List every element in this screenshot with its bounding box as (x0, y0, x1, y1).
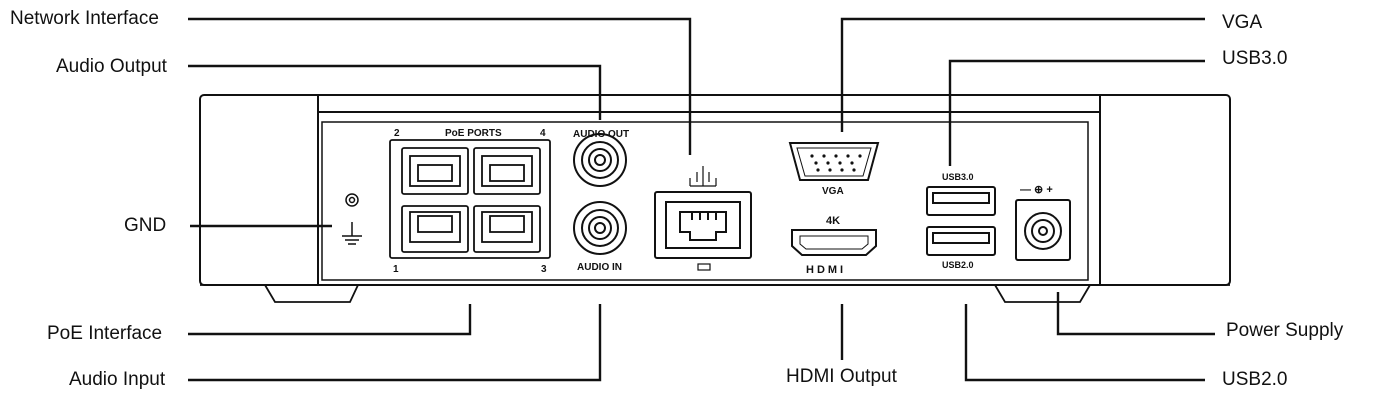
usb3-port (926, 186, 996, 216)
usb2-port (926, 226, 996, 256)
device-body (199, 94, 1231, 286)
callout-vga: VGA (1222, 12, 1263, 33)
device-feet (200, 284, 1230, 303)
hdmi-logo-label: HDMI (806, 264, 846, 276)
poe-ports-label: PoE PORTS (445, 128, 502, 139)
hdmi-4k-label: 4K (826, 215, 840, 227)
callout-audio-output: Audio Output (56, 56, 167, 77)
callout-gnd: GND (124, 215, 167, 236)
port-1-label: 1 (393, 264, 399, 275)
power-jack (1015, 199, 1071, 261)
callout-usb20: USB2.0 (1222, 369, 1288, 390)
network-port (654, 166, 752, 271)
port-3-label: 3 (541, 264, 547, 275)
callout-hdmi-output: HDMI Output (786, 366, 897, 387)
audio-out-label: AUDIO OUT (573, 129, 629, 140)
leader-lines (188, 17, 1215, 382)
poe-ports-block (389, 139, 551, 259)
gnd-symbol (342, 193, 362, 245)
usb3-panel-label: USB3.0 (942, 172, 974, 182)
audio-in-label: AUDIO IN (577, 262, 622, 273)
callout-usb30: USB3.0 (1222, 48, 1288, 69)
callout-network-interface: Network Interface (10, 8, 159, 29)
port-4-label: 4 (540, 128, 546, 139)
callout-power-supply: Power Supply (1226, 320, 1344, 341)
port-2-label: 2 (394, 128, 400, 139)
callout-audio-input: Audio Input (69, 369, 166, 390)
hdmi-port (791, 229, 877, 256)
power-polarity-label: — ⊕ + (1020, 184, 1053, 196)
callout-poe-interface: PoE Interface (47, 323, 163, 344)
vga-port (788, 142, 880, 181)
vga-panel-label: VGA (822, 186, 844, 197)
audio-in-jack (573, 201, 627, 255)
usb2-panel-label: USB2.0 (942, 260, 974, 270)
audio-out-jack (573, 133, 627, 187)
